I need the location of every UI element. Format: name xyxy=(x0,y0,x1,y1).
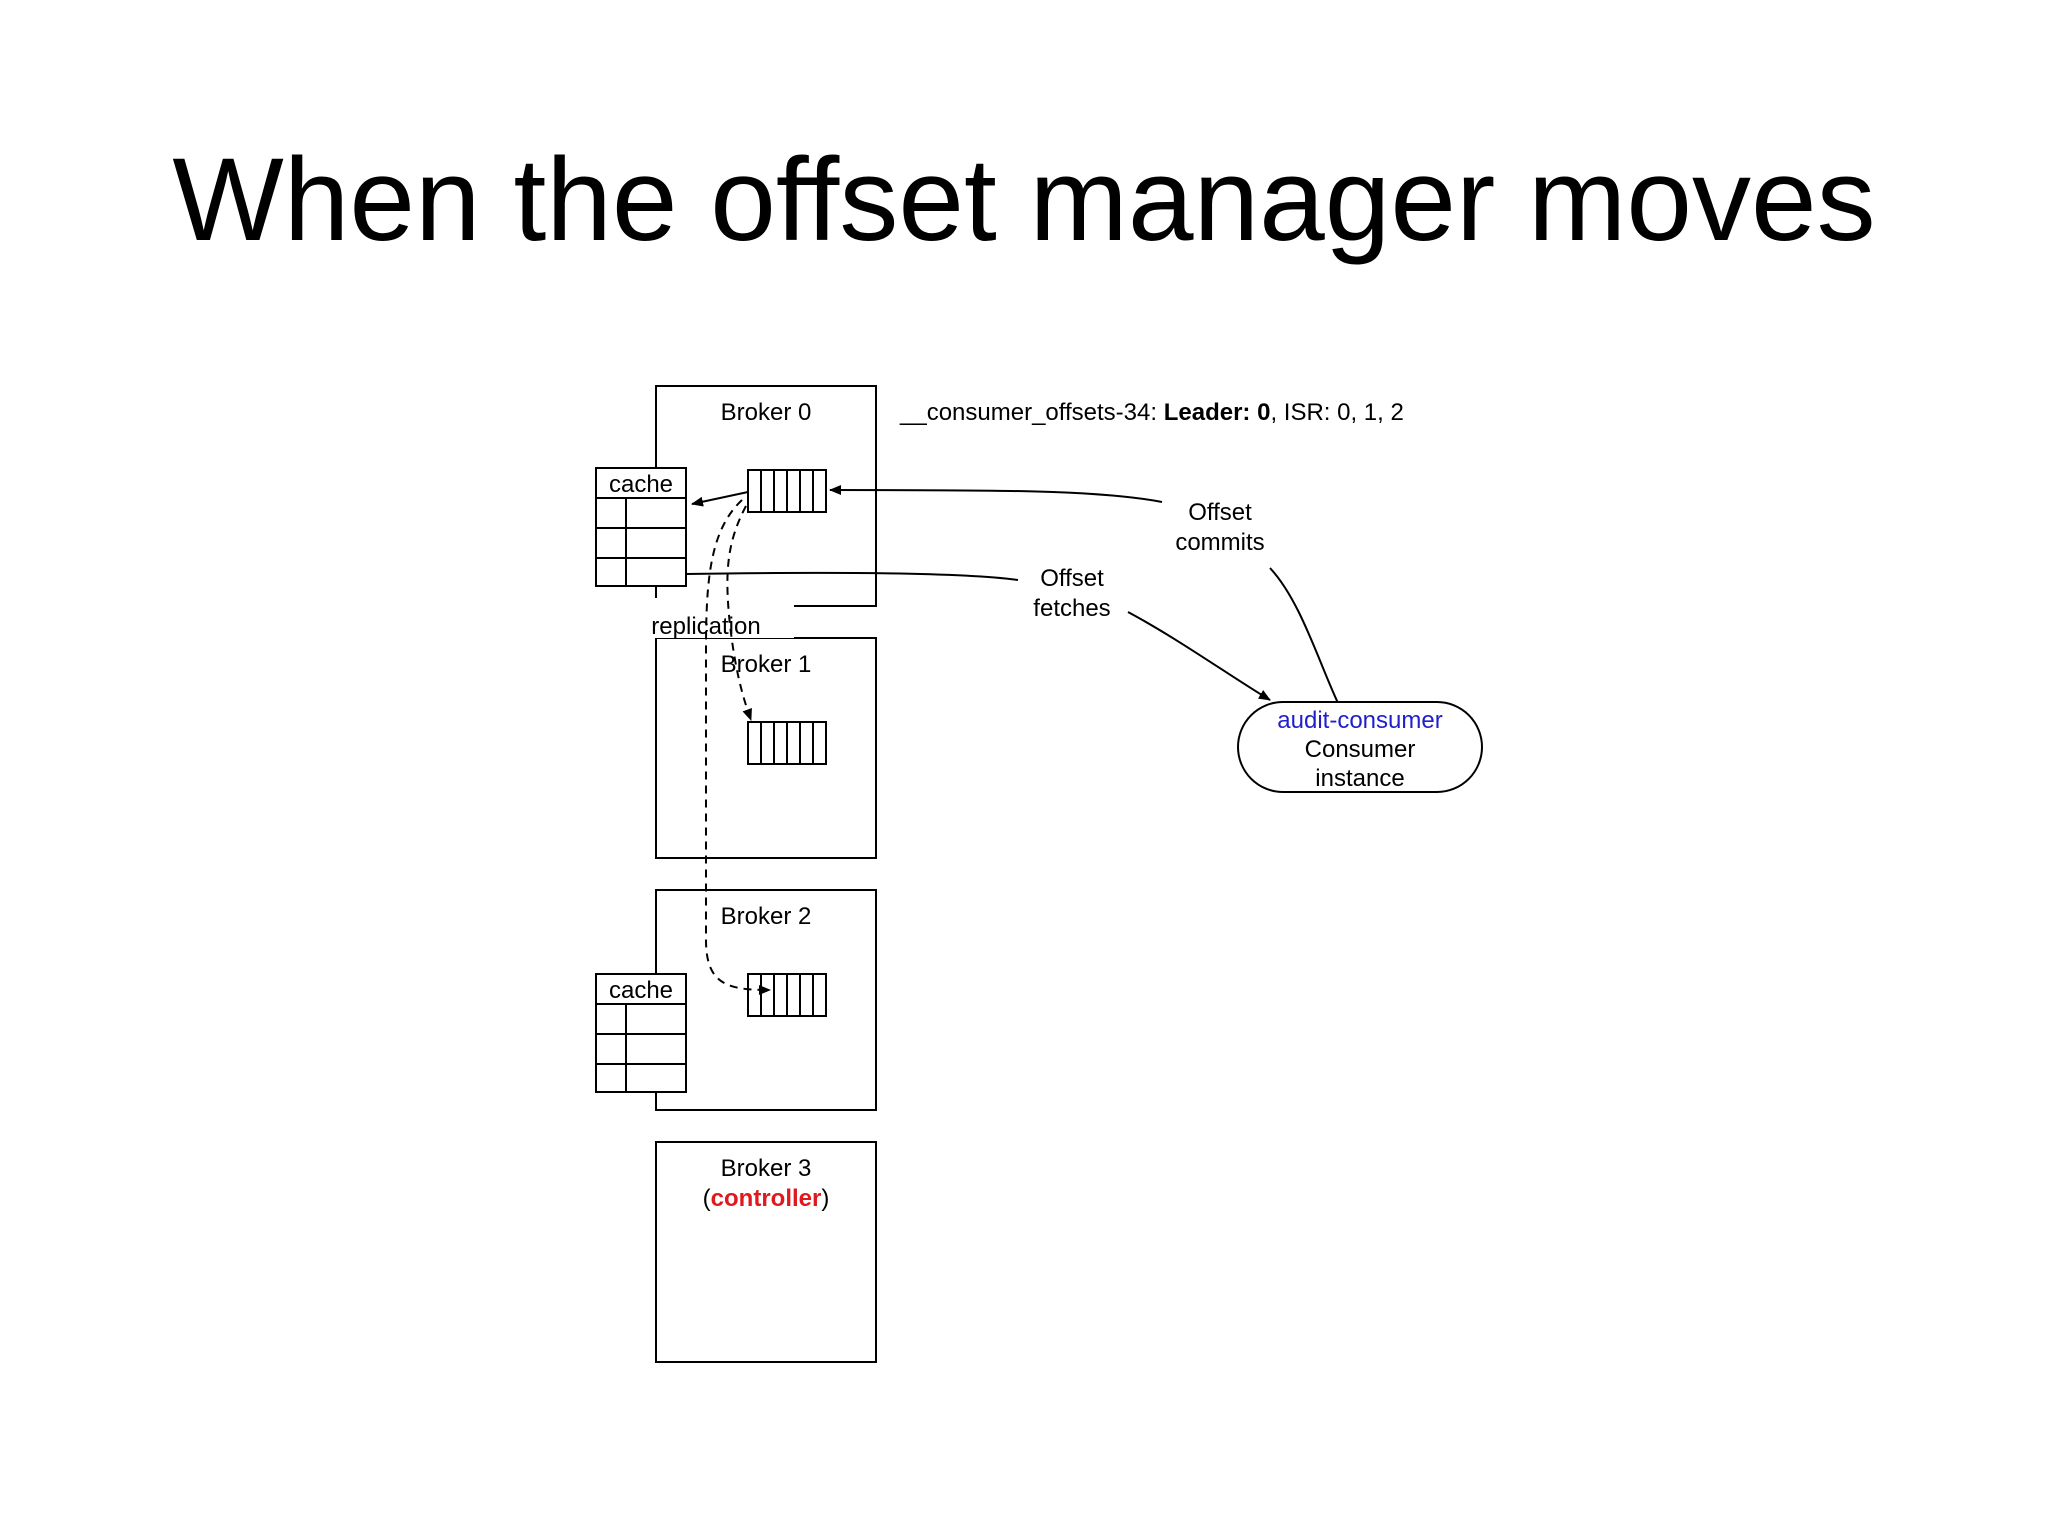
log-broker-1 xyxy=(747,721,827,765)
broker-3-role: (controller) xyxy=(703,1185,830,1212)
offset-fetches-label-1: Offset xyxy=(1040,565,1104,592)
log-to-cache-arrow xyxy=(691,491,749,507)
log-broker-2 xyxy=(747,973,827,1017)
consumer-group-label: audit-consumer xyxy=(1277,707,1442,734)
log-broker-0 xyxy=(747,469,827,513)
broker-2-label: Broker 2 xyxy=(721,903,812,930)
cache-table-broker-2 xyxy=(595,973,687,1093)
replication-label-bg xyxy=(636,598,794,638)
partition-name: __consumer_offsets-34: xyxy=(899,399,1164,426)
broker-3-label: Broker 3 xyxy=(721,1155,812,1182)
broker-0-label: Broker 0 xyxy=(721,399,812,426)
broker-3-box xyxy=(655,1141,877,1363)
replication-arrow-broker-2 xyxy=(705,499,771,995)
slide-title: When the offset manager moves xyxy=(172,134,1876,266)
replication-arrow-broker-1 xyxy=(726,505,752,721)
leader-label: Leader: 0 xyxy=(1164,399,1271,426)
consumer-line-3: instance xyxy=(1315,765,1404,792)
offset-commits-arrow xyxy=(830,490,1339,704)
offset-fetches-label-2: fetches xyxy=(1033,595,1110,622)
offset-commits-label-2: commits xyxy=(1175,529,1264,556)
consumer-line-2: Consumer xyxy=(1305,736,1416,763)
cache-table-broker-0 xyxy=(595,467,687,587)
partition-status: __consumer_offsets-34: Leader: 0, ISR: 0… xyxy=(899,399,1404,426)
offset-commits-label-1: Offset xyxy=(1188,499,1252,526)
isr-label: , ISR: 0, 1, 2 xyxy=(1270,399,1403,426)
controller-label: controller xyxy=(711,1185,822,1212)
broker-1-label: Broker 1 xyxy=(721,651,812,678)
cache-label-broker-0: cache xyxy=(609,471,673,498)
cache-label-broker-2: cache xyxy=(609,977,673,1004)
consumer-instance xyxy=(1237,701,1483,793)
offset-fetches-arrow xyxy=(685,571,1270,700)
